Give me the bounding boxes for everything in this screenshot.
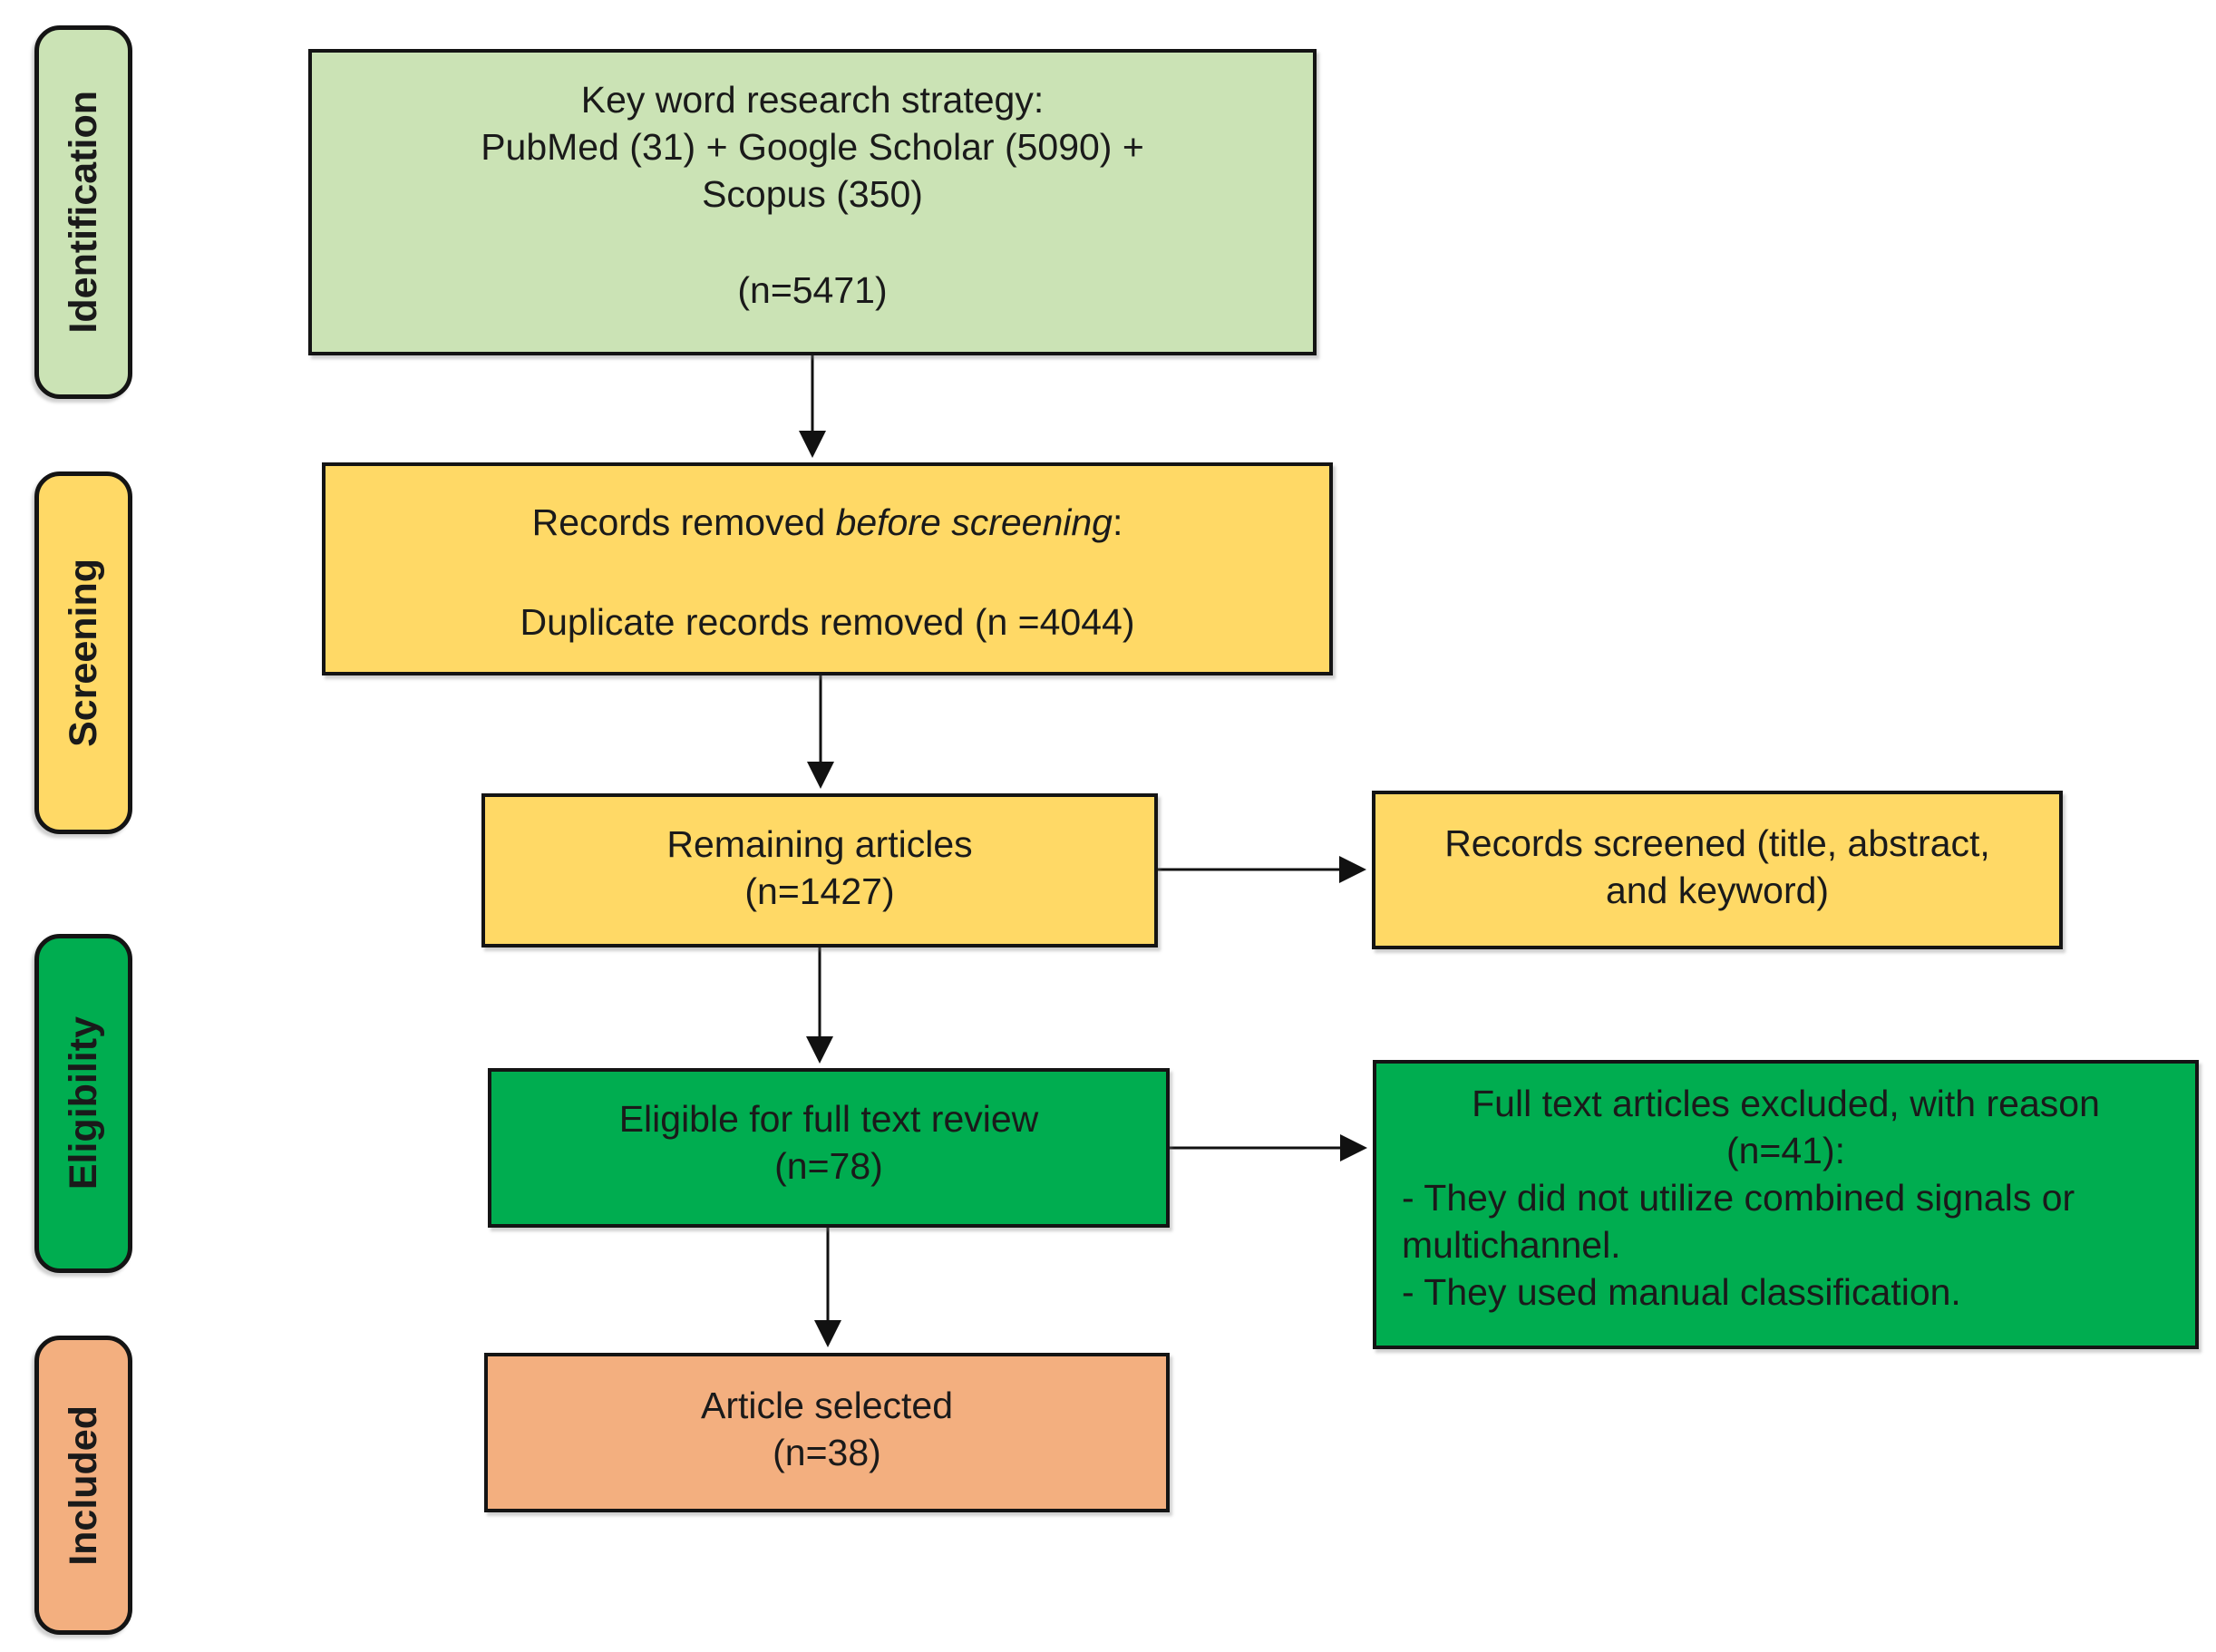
eligible-full-text-line: Eligible for full text review: [618, 1098, 1039, 1140]
stage-label-screening: Screening: [34, 471, 132, 834]
stage-label-identification: Identification: [34, 25, 132, 399]
stage-label-identification-text: Identification: [61, 91, 105, 334]
stage-label-screening-text: Screening: [61, 559, 105, 747]
node-full-text-excluded: Full text articles excluded, with reason…: [1373, 1060, 2199, 1349]
keyword-strategy-line: Scopus (350): [702, 173, 923, 216]
stage-label-eligibility-text: Eligibility: [61, 1016, 105, 1190]
eligible-full-text-count: (n=78): [774, 1145, 883, 1188]
keyword-strategy-count: (n=5471): [737, 269, 888, 312]
node-records-removed: Records removed before screening: Duplic…: [322, 462, 1333, 675]
node-eligible-full-text: Eligible for full text review (n=78): [488, 1068, 1170, 1228]
records-removed-title-post: :: [1112, 501, 1123, 543]
article-selected-count: (n=38): [773, 1432, 881, 1474]
records-removed-detail: Duplicate records removed (n =4044): [520, 601, 1135, 644]
full-text-excluded-bullet: - They used manual classification.: [1402, 1271, 1961, 1314]
stage-label-included-text: Included: [61, 1404, 105, 1566]
stage-label-included: Included: [34, 1336, 132, 1635]
stage-label-eligibility: Eligibility: [34, 934, 132, 1273]
remaining-articles-line: Remaining articles: [666, 823, 973, 865]
records-screened-line: Records screened (title, abstract,: [1444, 822, 1990, 864]
records-removed-title: Records removed before screening:: [326, 499, 1329, 546]
node-remaining-articles: Remaining articles (n=1427): [481, 793, 1158, 947]
remaining-articles-count: (n=1427): [744, 870, 895, 913]
records-removed-title-italic: before screening: [835, 501, 1113, 543]
records-removed-title-pre: Records removed: [531, 501, 836, 543]
node-records-screened: Records screened (title, abstract, and k…: [1372, 791, 2063, 949]
node-article-selected: Article selected (n=38): [484, 1353, 1170, 1512]
node-keyword-strategy: Key word research strategy: PubMed (31) …: [308, 49, 1317, 355]
keyword-strategy-line: Key word research strategy:: [580, 79, 1045, 121]
full-text-excluded-count: (n=41):: [1725, 1130, 1846, 1172]
article-selected-line: Article selected: [700, 1385, 953, 1426]
full-text-excluded-bullet: - They did not utilize combined signals …: [1402, 1177, 2075, 1267]
records-screened-line: and keyword): [1605, 870, 1830, 912]
full-text-excluded-header: Full text articles excluded, with reason: [1472, 1083, 2100, 1124]
keyword-strategy-line: PubMed (31) + Google Scholar (5090) +: [481, 126, 1144, 169]
